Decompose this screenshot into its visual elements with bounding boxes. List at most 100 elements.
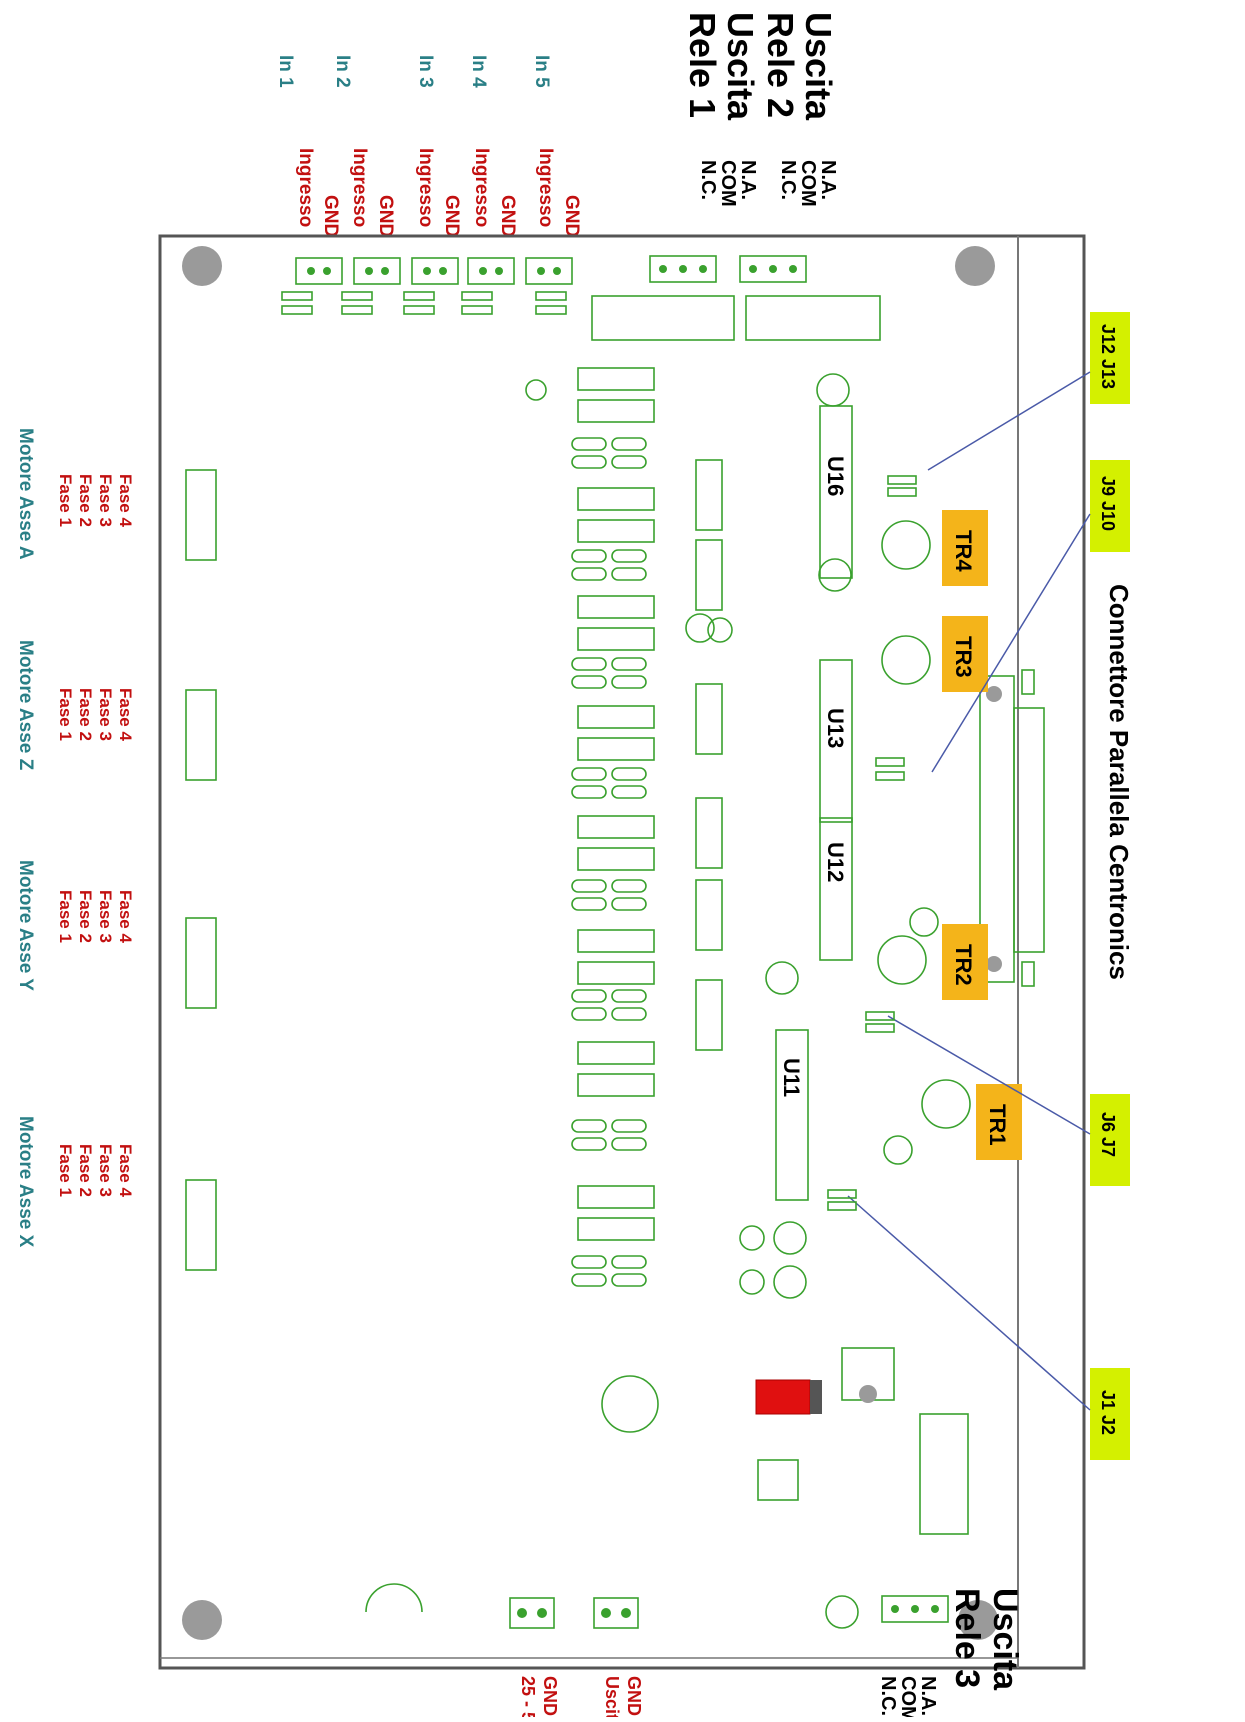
motor-z-phase-1: Fase 1 bbox=[56, 688, 75, 741]
ic-u16-label: U16 bbox=[823, 456, 848, 496]
small-components bbox=[571, 437, 647, 1287]
relay-terminals bbox=[649, 255, 949, 1623]
ic-u13-label: U13 bbox=[823, 708, 848, 748]
motor-y-phase-2: Fase 2 bbox=[76, 890, 95, 943]
input-5-gnd: GND bbox=[561, 195, 582, 237]
input-1-signal: Ingresso bbox=[295, 148, 316, 227]
input-1-name: In 1 bbox=[275, 55, 296, 88]
motor-x-phase-1: Fase 1 bbox=[56, 1144, 75, 1197]
j9-j10-box bbox=[1090, 460, 1130, 552]
mounting-hole-top-right bbox=[955, 246, 995, 286]
power-connectors bbox=[509, 1597, 639, 1629]
input-1-gnd: GND bbox=[320, 195, 341, 237]
input-3-gnd: GND bbox=[441, 195, 462, 237]
j9-j10-label: J9 J10 bbox=[1098, 476, 1118, 531]
motor-a-phase-3: Fase 3 bbox=[96, 474, 115, 527]
input-resistors bbox=[281, 291, 567, 315]
ic-u12-body bbox=[819, 817, 853, 961]
connector-parallel-label: Connettore Parallela Centronics bbox=[1104, 584, 1134, 980]
regulator-2 bbox=[757, 1459, 799, 1501]
arrow-j1-j2 bbox=[847, 1195, 1091, 1411]
mounting-hole-top-left bbox=[182, 246, 222, 286]
parallel-connector bbox=[979, 669, 1045, 987]
input-5-name: In 5 bbox=[531, 55, 552, 88]
tr3-label: TR3 bbox=[951, 636, 976, 678]
round-components bbox=[365, 373, 971, 1629]
tr4-box bbox=[942, 510, 988, 586]
motor-a-phase-4: Fase 4 bbox=[116, 474, 135, 527]
power-out12-label: Uscita 12 V CC bbox=[602, 1676, 622, 1717]
relay-1-pin-na: N.A. bbox=[737, 160, 759, 200]
power-labels: GND Uscita 12 V CC GND ( Massa) 25 - 50 … bbox=[518, 1676, 644, 1722]
inputs-label-group: In 1 In 2 In 3 In 4 In 5 Ingresso GND In… bbox=[275, 55, 582, 237]
regulator-red-tab bbox=[810, 1380, 822, 1414]
motor-z-phase-2: Fase 2 bbox=[76, 688, 95, 741]
arrow-j12-j13 bbox=[927, 371, 1091, 471]
input-3-signal: Ingresso bbox=[415, 148, 436, 227]
motor-connectors bbox=[185, 469, 217, 1271]
mounting-hole-bottom-right bbox=[958, 1600, 998, 1640]
main-ics: U16 U13 U12 U11 bbox=[775, 405, 853, 1201]
power-in-gnd: GND ( Massa) bbox=[540, 1676, 560, 1717]
motor-a-phase-1: Fase 1 bbox=[56, 474, 75, 527]
relay-1-pin-nc: N.C. bbox=[697, 160, 719, 200]
tr2-label: TR2 bbox=[951, 944, 976, 986]
tr2-box bbox=[942, 924, 988, 1000]
motor-x-label: Motore Asse X bbox=[15, 1116, 36, 1248]
relay-1-title-a: Uscita bbox=[720, 12, 761, 121]
power-out12-gnd: GND bbox=[624, 1676, 644, 1716]
input-4-signal: Ingresso bbox=[471, 148, 492, 227]
motor-z-label: Motore Asse Z bbox=[15, 640, 36, 771]
relay-3-pin-na: N.A. bbox=[917, 1676, 939, 1716]
relay-2-pin-nc: N.C. bbox=[777, 160, 799, 200]
input-2-gnd: GND bbox=[375, 195, 396, 237]
transistor-labels: TR4 TR3 TR2 TR1 bbox=[942, 510, 1022, 1160]
ic-u11-label: U11 bbox=[779, 1058, 804, 1097]
ic-u13-body bbox=[819, 659, 853, 823]
input-terminals bbox=[295, 257, 573, 285]
jumper-labels: J12 J13 J9 J10 J6 J7 J1 J2 bbox=[827, 312, 1130, 1460]
regulator-red bbox=[755, 1379, 811, 1415]
tr1-label: TR1 bbox=[985, 1104, 1010, 1146]
relay-2-pin-na: N.A. bbox=[817, 160, 839, 200]
motor-y-phase-4: Fase 4 bbox=[116, 890, 135, 943]
motor-a-phase-2: Fase 2 bbox=[76, 474, 95, 527]
j1-j2-label: J1 J2 bbox=[1098, 1390, 1118, 1435]
motor-y-phase-1: Fase 1 bbox=[56, 890, 75, 943]
relay-3-title-a: Uscita bbox=[986, 1588, 1024, 1691]
motor-x-phase-2: Fase 2 bbox=[76, 1144, 95, 1197]
input-2-signal: Ingresso bbox=[349, 148, 370, 227]
j6-j7-label: J6 J7 bbox=[1098, 1112, 1118, 1157]
input-5-signal: Ingresso bbox=[535, 148, 556, 227]
ic-u11-body bbox=[775, 1029, 809, 1201]
motor-y-label: Motore Asse Y bbox=[15, 860, 36, 991]
j6-j7-box bbox=[1090, 1094, 1130, 1186]
input-4-name: In 4 bbox=[468, 55, 489, 88]
motor-x-phase-3: Fase 3 bbox=[96, 1144, 115, 1197]
j1-j2-box bbox=[1090, 1368, 1130, 1460]
mounting-hole-bottom-left bbox=[182, 1600, 222, 1640]
input-2-name: In 2 bbox=[332, 55, 353, 88]
regulator-3-hole bbox=[859, 1385, 877, 1403]
tr3-box bbox=[942, 616, 988, 692]
relay-3-title-b: Rele 3 bbox=[948, 1588, 986, 1688]
power-in-label: 25 - 50 Volt bbox=[518, 1676, 538, 1717]
relay-2-label-group: Uscita Rele 2 N.A. COM N.C. bbox=[760, 12, 839, 207]
motor-labels: Fase 4 Fase 3 Fase 2 Fase 1 Motore Asse … bbox=[15, 428, 135, 1248]
arrow-j6-j7 bbox=[887, 1015, 1091, 1135]
relay-3-pin-com: COM bbox=[897, 1676, 919, 1717]
dip-ics-small bbox=[695, 459, 723, 1051]
motor-z-phase-3: Fase 3 bbox=[96, 688, 115, 741]
relay-1-body bbox=[591, 295, 735, 341]
j12-j13-box bbox=[1090, 312, 1130, 404]
tr1-box bbox=[976, 1084, 1022, 1160]
ic-u12-label: U12 bbox=[823, 842, 848, 882]
relay-3-pin-nc: N.C. bbox=[877, 1676, 899, 1716]
tr4-label: TR4 bbox=[951, 530, 976, 572]
motor-a-label: Motore Asse A bbox=[15, 428, 36, 560]
relay-2-body bbox=[745, 295, 881, 341]
input-4-gnd: GND bbox=[497, 195, 518, 237]
relay-1-label-group: Uscita Rele 1 N.A. COM N.C. bbox=[682, 12, 761, 207]
